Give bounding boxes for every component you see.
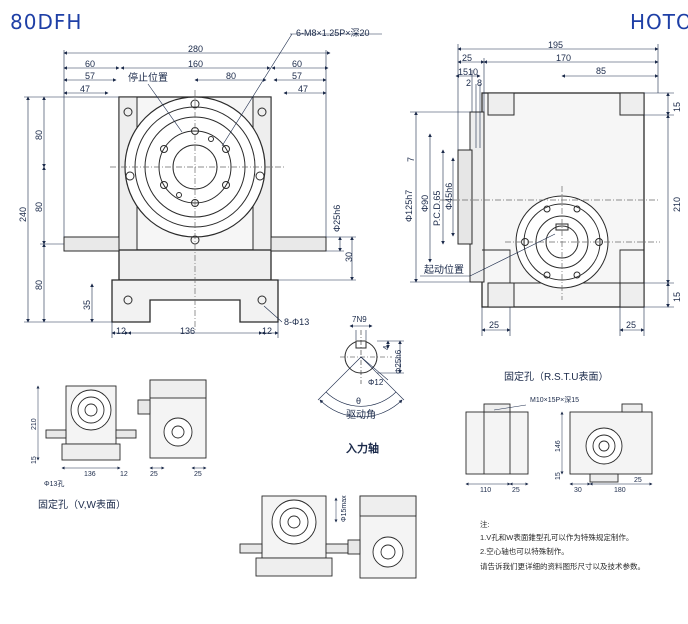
dim-phi125h7: Φ125h7 (404, 189, 414, 222)
dim-80-c: 80 (34, 279, 44, 290)
dim-25-top: 25 (462, 53, 473, 63)
dim-7: 7 (406, 156, 416, 162)
dim-12-left: 12 (116, 326, 127, 336)
note-2: 2.空心轴也可以特殊制作。 (480, 547, 569, 556)
vw-dim-25-a: 25 (150, 471, 158, 478)
stop-position-label: 停止位置 (128, 73, 168, 84)
dim-phi45h6: Φ45h6 (444, 182, 454, 210)
mount-rstu-views (465, 403, 653, 486)
vw-dim-12: 12 (120, 471, 128, 478)
vw-dim-210: 210 (31, 418, 38, 430)
rstu-dim-30: 30 (574, 487, 582, 494)
dim-47-right: 47 (298, 84, 309, 94)
shaft-diameter: Φ25h6 (394, 349, 403, 374)
dim-80-b: 80 (34, 201, 44, 212)
phi15max-label: Φ15max (341, 495, 348, 522)
dim-60-left: 60 (85, 59, 96, 69)
vw-dim-136: 136 (84, 471, 96, 478)
dim-240: 240 (18, 206, 28, 222)
vw-dim-15: 15 (31, 456, 38, 464)
dim-2: 2 (466, 78, 472, 88)
dim-25-br: 25 (626, 320, 637, 330)
theta-label: θ (356, 396, 362, 406)
dim-pcd65: P.C.D.65 (432, 190, 442, 226)
vw-dim-25-b: 25 (194, 471, 202, 478)
rstu-dim-146: 146 (555, 440, 562, 452)
dim-280: 280 (188, 44, 204, 54)
dim-80-top: 80 (226, 71, 237, 81)
input-shaft-label: 入力轴 (346, 443, 379, 455)
dim-15-top-right: 15 (672, 101, 682, 112)
note-3: 请告诉我们更详细的资料图形尺寸以及技术参数。 (480, 562, 645, 571)
dim-25-bl: 25 (489, 320, 500, 330)
dim-30: 30 (344, 251, 354, 262)
dim-195: 195 (548, 40, 564, 50)
dim-85: 85 (596, 66, 607, 76)
mount-vw-views (36, 379, 207, 470)
dim-8: 8 (477, 78, 483, 88)
brand-title: HOTO (630, 10, 688, 34)
dim-80-a: 80 (34, 129, 44, 140)
dim-12-right: 12 (262, 326, 273, 336)
rstu-dim-110: 110 (480, 487, 492, 494)
key-depth: 4 (382, 345, 391, 350)
start-position-label: 起动位置 (424, 265, 464, 276)
rstu-dim-180: 180 (614, 487, 626, 494)
rstu-dim-25-right: 25 (634, 477, 642, 484)
shaft-detail (317, 324, 405, 418)
rstu-dim-25: 25 (512, 487, 520, 494)
dim-10: 10 (468, 67, 479, 77)
dim-210-side: 210 (672, 196, 682, 212)
notes-title: 注: (480, 520, 490, 529)
dim-15-bottom-right: 15 (672, 291, 682, 302)
dim-35: 35 (82, 299, 92, 310)
dim-160: 160 (188, 59, 204, 69)
front-view (24, 33, 382, 338)
rstu-dim-15: 15 (555, 472, 562, 480)
dim-47-left: 47 (80, 84, 91, 94)
model-title: 80DFH (10, 10, 83, 34)
rstu-tap: M10×15P×深15 (530, 397, 580, 404)
dim-170: 170 (556, 53, 572, 63)
key-7n9: 7N9 (352, 315, 367, 324)
side-view (410, 44, 674, 336)
dim-57-left: 57 (85, 71, 96, 81)
dim-60-right: 60 (292, 59, 303, 69)
drive-angle-label: 驱动角 (346, 410, 376, 421)
dim-phi25h6: Φ25h6 (332, 204, 342, 232)
hole-callout: 8-Φ13 (284, 317, 310, 327)
dim-136: 136 (180, 326, 196, 336)
tap-callout: 6-M8×1.25P×深20 (296, 28, 370, 38)
vw-caption: 固定孔（V,W表面） (38, 500, 126, 511)
dim-15: 15 (458, 67, 469, 77)
bottom-small-views (239, 495, 417, 579)
note-1: 1.V孔和W表面錐型孔可以作为特殊规定制作。 (480, 533, 634, 542)
dim-57-right: 57 (292, 71, 303, 81)
dim-phi90: Φ90 (420, 194, 430, 212)
rstu-caption: 固定孔（R.S.T.U表面） (504, 372, 609, 383)
phi12-label: Φ12 (368, 378, 384, 387)
vw-hole: Φ13孔 (44, 481, 65, 488)
